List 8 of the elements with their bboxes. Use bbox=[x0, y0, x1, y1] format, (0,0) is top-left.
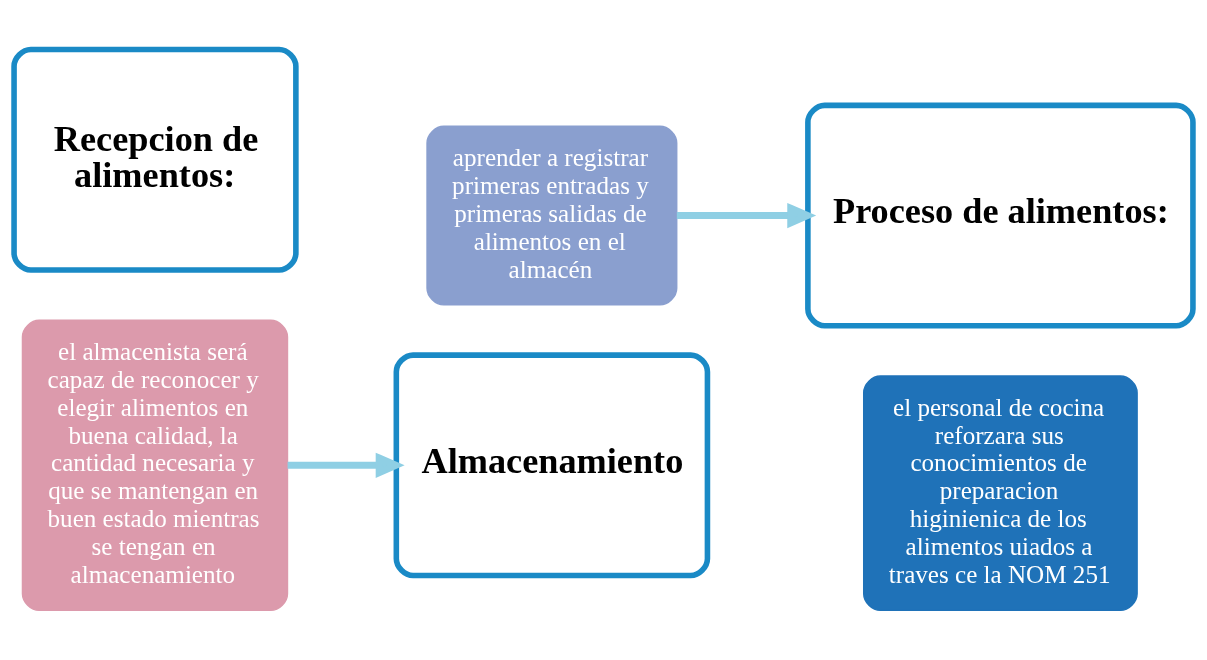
node-box: Almacenamiento bbox=[393, 352, 711, 579]
node-box: Recepcion de alimentos: bbox=[11, 46, 299, 273]
node-box: el almacenista será capaz de reconocer y elegir alimentos en buena calidad, la cantidad necesaria y que se mantengan en buen estado mientras se tengan en almacenamiento bbox=[21, 319, 289, 612]
node-box: aprender a registrar primeras entradas y primeras salidas de alimentos en el almacén bbox=[426, 125, 678, 306]
arrow bbox=[287, 452, 405, 478]
arrow bbox=[676, 202, 817, 229]
node-box: el personal de cocina reforzara sus conocimientos de preparacion higinienica de los alimentos uiados a traves ce la NOM 251 bbox=[863, 375, 1138, 612]
node-box: Proceso de alimentos: bbox=[805, 102, 1196, 329]
